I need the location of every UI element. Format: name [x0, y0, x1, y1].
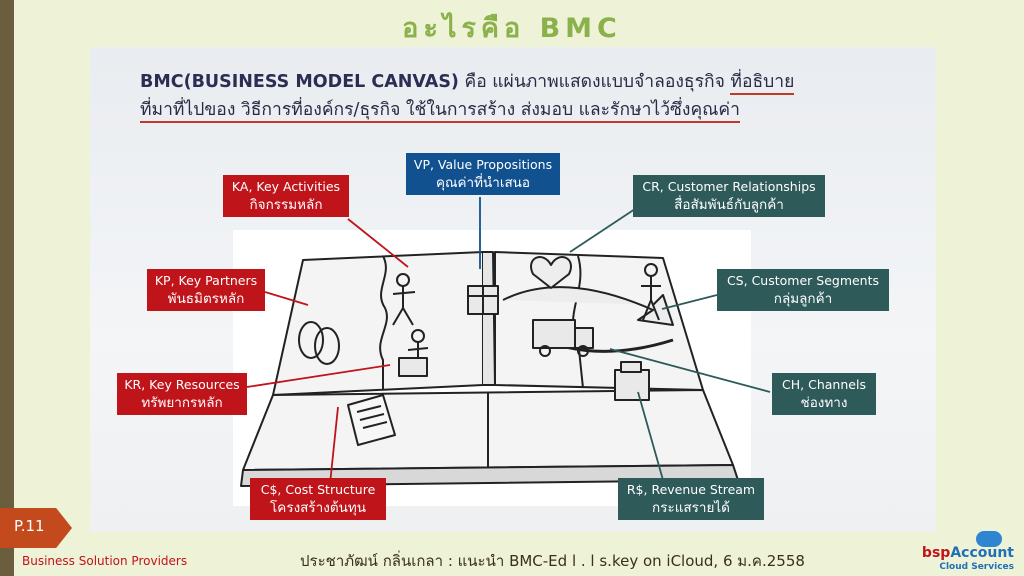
logo-text: bspAccount [922, 545, 1014, 561]
label-value-propositions: VP, Value Propositions คุณค่าที่นำเสนอ [406, 153, 560, 195]
footer-credit: ประชาภัฒน์ กลิ่นเกลา : แนะนำ BMC-Ed l . … [300, 552, 805, 570]
label-value-propositions-en: VP, Value Propositions [413, 157, 553, 172]
cloud-icon [976, 531, 1002, 547]
label-customer-relationships: CR, Customer Relationships สื่อสัมพันธ์ก… [633, 175, 825, 217]
label-key-activities-en: KA, Key Activities [231, 179, 341, 194]
logo-subtext: Cloud Services [939, 562, 1014, 572]
headline-text-2: ที่มาที่ไปของ วิธีการที่องค์กร/ธุรกิจ ใช… [140, 100, 740, 123]
label-key-resources-en: KR, Key Resources [124, 377, 240, 392]
label-key-partners-th: พันธมิตรหลัก [167, 291, 245, 307]
label-key-partners: KP, Key Partners พันธมิตรหลัก [147, 269, 265, 311]
page-number-tag: P.11 [0, 508, 72, 548]
headline-text-1: คือ แผ่นภาพแสดงแบบจำลองธุรกิจ [458, 72, 731, 92]
left-accent-bar [0, 0, 14, 576]
label-customer-relationships-en: CR, Customer Relationships [642, 179, 816, 194]
label-customer-relationships-th: สื่อสัมพันธ์กับลูกค้า [674, 197, 784, 213]
label-customer-segments-th: กลุ่มลูกค้า [773, 291, 833, 307]
label-revenue-stream: R$, Revenue Stream กระแสรายได้ [618, 478, 764, 520]
label-revenue-stream-en: R$, Revenue Stream [626, 482, 756, 497]
content-panel: BMC(BUSINESS MODEL CANVAS) คือ แผ่นภาพแส… [90, 47, 936, 532]
label-revenue-stream-th: กระแสรายได้ [652, 500, 730, 516]
label-channels-en: CH, Channels [782, 377, 866, 392]
bsp-account-logo: bspAccount Cloud Services [916, 531, 1018, 573]
page-number: P.11 [14, 517, 45, 535]
label-key-resources: KR, Key Resources ทรัพยากรหลัก [117, 373, 247, 415]
label-channels-th: ช่องทาง [800, 395, 848, 411]
label-key-activities: KA, Key Activities กิจกรรมหลัก [223, 175, 349, 217]
headline-line-1: BMC(BUSINESS MODEL CANVAS) คือ แผ่นภาพแส… [140, 67, 795, 95]
footer-company: Business Solution Providers [22, 554, 188, 568]
label-key-partners-en: KP, Key Partners [154, 273, 258, 288]
label-value-propositions-th: คุณค่าที่นำเสนอ [435, 175, 531, 191]
logo-text-b: Account [950, 545, 1014, 561]
headline-line-2: ที่มาที่ไปของ วิธีการที่องค์กร/ธุรกิจ ใช… [140, 95, 740, 123]
label-cost-structure-en: C$, Cost Structure [260, 482, 376, 497]
logo-text-a: bsp [921, 545, 951, 561]
label-key-activities-th: กิจกรรมหลัก [249, 197, 323, 213]
slide-title: อะไรคือ BMC [402, 13, 622, 44]
label-cost-structure-th: โครงสร้างต้นทุน [270, 500, 366, 516]
label-key-resources-th: ทรัพยากรหลัก [141, 395, 223, 411]
connector-lines [246, 197, 771, 488]
headline-bold: BMC(BUSINESS MODEL CANVAS) [140, 72, 459, 92]
label-customer-segments-en: CS, Customer Segments [726, 273, 880, 288]
label-channels: CH, Channels ช่องทาง [772, 373, 876, 415]
headline-underlined-1: ที่อธิบาย [730, 72, 795, 95]
label-customer-segments: CS, Customer Segments กลุ่มลูกค้า [717, 269, 889, 311]
label-cost-structure: C$, Cost Structure โครงสร้างต้นทุน [250, 478, 386, 520]
